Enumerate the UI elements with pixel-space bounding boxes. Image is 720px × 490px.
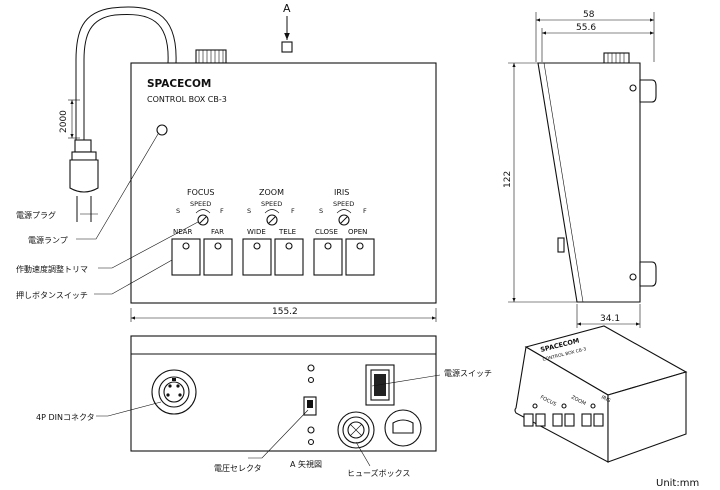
group-title-iris: IRIS: [334, 188, 349, 197]
unit-label: Unit:mm: [656, 478, 699, 489]
svg-text:FAR: FAR: [211, 228, 224, 236]
svg-text:IRIS: IRIS: [600, 394, 611, 404]
label-fuse-box: ヒューズボックス: [347, 468, 410, 478]
fuse-box-icon: [337, 411, 375, 449]
model-label: CONTROL BOX CB-3: [147, 95, 227, 104]
svg-text:S: S: [319, 207, 323, 215]
din-connector-icon: [151, 369, 197, 415]
power-cable: [83, 13, 169, 140]
svg-text:SPEED: SPEED: [190, 200, 211, 208]
svg-text:TELE: TELE: [278, 228, 296, 236]
power-plug-icon: [69, 139, 99, 222]
rear-view: 4P DINコネクタ 電源スイッチ 電圧セレクタ A 矢視図 ヒューズボックス: [36, 335, 492, 478]
label-view-a: A 矢視図: [290, 459, 322, 469]
brand-label: SPACECOM: [147, 78, 211, 90]
label-power-switch: 電源スイッチ: [444, 369, 492, 378]
cable-length-dim: 2000: [59, 110, 69, 133]
view-letter-a: A: [283, 2, 291, 15]
svg-text:SPEED: SPEED: [333, 200, 354, 208]
label-power-lamp: 電源ランプ: [28, 236, 68, 245]
group-title-zoom: ZOOM: [259, 188, 284, 197]
label-speed-trimmer: 作動速度調整トリマ: [16, 264, 88, 274]
svg-text:OPEN: OPEN: [348, 228, 367, 236]
focus-group: FOCUS SPEED S F NEAR FAR: [171, 188, 233, 276]
svg-text:SPEED: SPEED: [261, 200, 282, 208]
depth-total-dim: 58: [583, 10, 595, 20]
depth-bottom-dim: 34.1: [600, 314, 620, 324]
iris-group: IRIS SPEED S F CLOSE OPEN: [313, 188, 375, 276]
side-view: 58 55.6 122 34.1: [503, 10, 657, 328]
svg-text:F: F: [291, 207, 295, 215]
group-title-focus: FOCUS: [187, 188, 214, 197]
power-lamp-icon: [156, 124, 168, 136]
height-dim: 122: [503, 171, 513, 188]
front-view: 2000 A SPACECOM CONTROL BOX CB-3 FOCUS S…: [16, 2, 437, 304]
svg-text:S: S: [176, 207, 180, 215]
depth-top-dim: 55.6: [576, 23, 596, 33]
svg-text:F: F: [220, 207, 224, 215]
isometric-view: SPACECOM CONTROL BOX CB-3 FOCUS ZOOM IRI…: [514, 325, 688, 463]
width-dim: 155.2: [272, 307, 298, 317]
label-power-plug: 電源プラグ: [16, 210, 56, 220]
svg-text:NEAR: NEAR: [173, 228, 192, 236]
label-din-connector: 4P DINコネクタ: [36, 413, 95, 422]
svg-text:F: F: [363, 207, 367, 215]
svg-text:WIDE: WIDE: [247, 228, 266, 236]
label-voltage-selector: 電圧セレクタ: [214, 464, 262, 473]
zoom-group: ZOOM SPEED S F WIDE TELE: [242, 188, 304, 276]
width-dimension: 155.2: [130, 307, 437, 322]
svg-text:S: S: [247, 207, 251, 215]
svg-text:CLOSE: CLOSE: [315, 228, 338, 236]
label-push-button: 押しボタンスイッチ: [16, 290, 88, 300]
control-box-side: [537, 62, 641, 303]
